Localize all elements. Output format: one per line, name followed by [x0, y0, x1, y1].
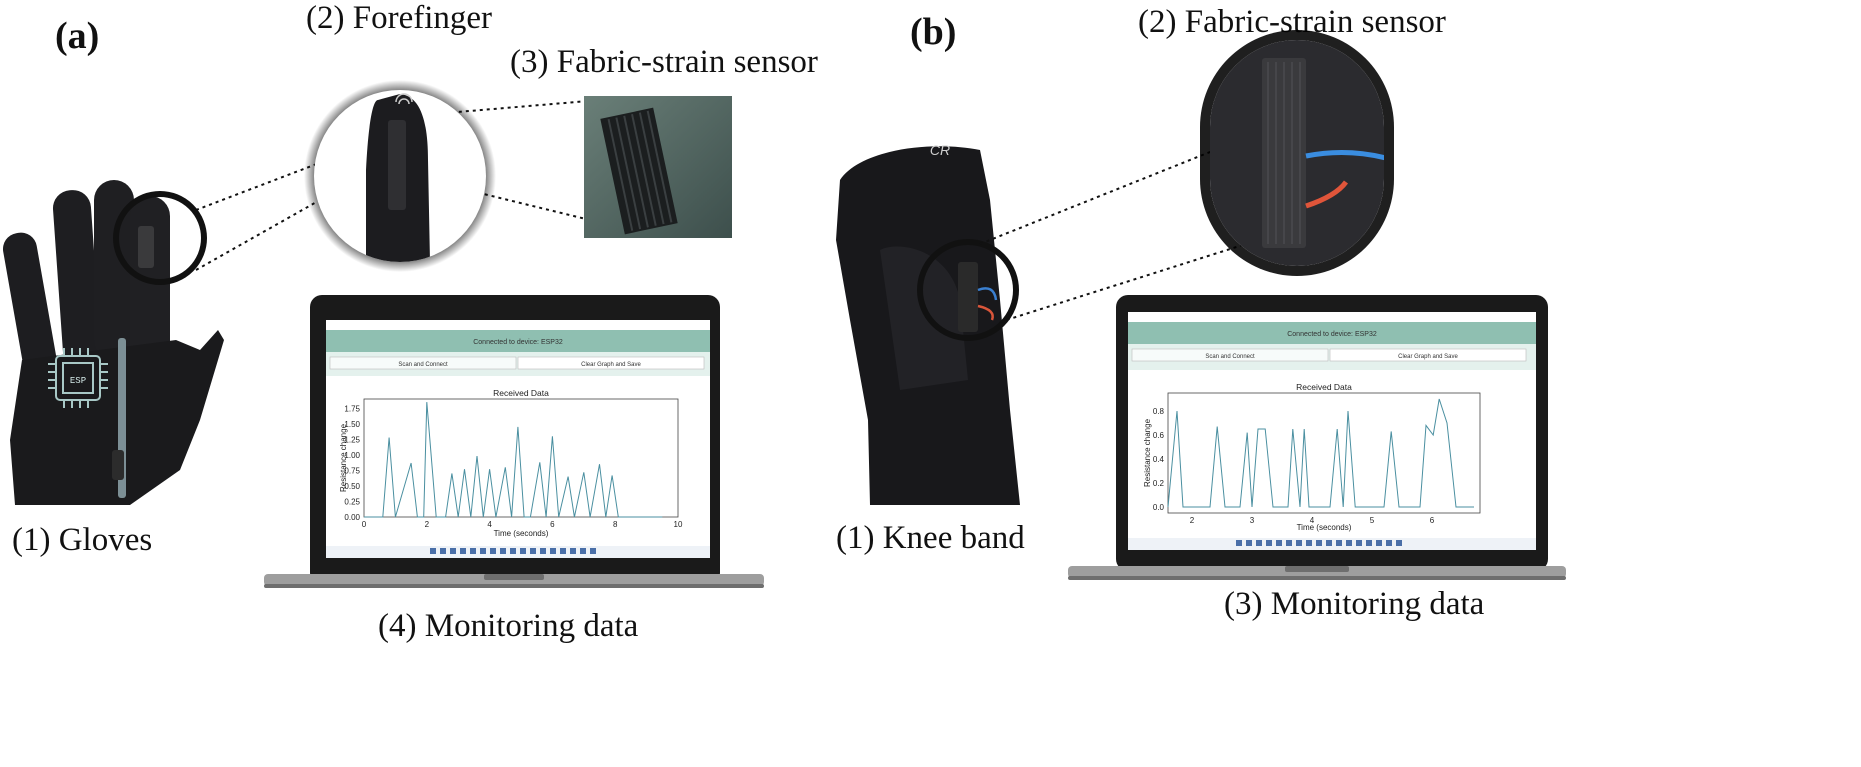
chart-a-ytick-label: 0.00 — [344, 513, 360, 522]
chart-a-ytick-label: 0.75 — [344, 466, 360, 475]
chart-b-xtick-label: 6 — [1430, 516, 1435, 525]
chart-b-xlabel: Time (seconds) — [1297, 523, 1352, 532]
chart-a-title: Received Data — [493, 388, 549, 398]
knee-sensor-highlight-ring — [917, 239, 1019, 341]
knee-band-brand-mark: CR — [930, 142, 950, 158]
screen-b-clear-button[interactable]: Clear Graph and Save — [1398, 354, 1458, 360]
chart-a-xtick-label: 6 — [550, 520, 555, 529]
knee-band-photo — [836, 146, 1020, 505]
caption-gloves: (1) Gloves — [12, 522, 153, 558]
chart-b-ytick-label: 0.8 — [1153, 407, 1165, 416]
chart-a-ytick-label: 1.25 — [344, 435, 360, 444]
chart-b-xtick-label: 2 — [1190, 516, 1195, 525]
chart-b-ytick-label: 0.0 — [1153, 503, 1165, 512]
chart-a-ytick-label: 0.25 — [344, 497, 360, 506]
laptop-b — [1068, 295, 1566, 580]
screen-b-scan-button[interactable]: Scan and Connect — [1205, 354, 1255, 360]
chart-a-xtick-label: 2 — [425, 520, 430, 529]
panel-b-tag: (b) — [910, 11, 957, 53]
chart-b-xtick-label: 4 — [1310, 516, 1315, 525]
chart-a-ytick-label: 1.50 — [344, 420, 360, 429]
chart-a-series-line — [364, 402, 663, 518]
chart-b-xtick-label: 5 — [1370, 516, 1375, 525]
chart-a-xtick-label: 0 — [362, 520, 367, 529]
caption-b-monitoring: (3) Monitoring data — [1224, 586, 1485, 622]
screen-a-scan-button[interactable]: Scan and Connect — [398, 362, 448, 368]
esp-chip-icon — [48, 348, 108, 408]
chart-a-ylabel: Resistance change — [339, 423, 348, 492]
chart-a-xtick-label: 10 — [674, 520, 683, 529]
forefinger-highlight-ring — [113, 191, 207, 285]
chart-b-ytick-label: 0.6 — [1153, 431, 1165, 440]
chart-b-ylabel: Resistance change — [1143, 418, 1152, 487]
chart-a-ytick-label: 1.00 — [344, 451, 360, 460]
caption-a-monitoring: (4) Monitoring data — [378, 608, 639, 644]
screen-a-clear-button[interactable]: Clear Graph and Save — [581, 362, 641, 368]
chart-a-xtick-label: 4 — [487, 520, 492, 529]
chart-a-xlabel: Time (seconds) — [494, 529, 549, 538]
chart-b-series-line — [1167, 398, 1474, 508]
screen-b-status: Connected to device: ESP32 — [1287, 331, 1377, 338]
fabric-sensor-closeup-a — [584, 96, 732, 238]
caption-knee-band: (1) Knee band — [836, 520, 1025, 556]
chart-a-ytick-label: 1.75 — [344, 404, 360, 413]
chart-a-ytick-label: 0.50 — [344, 482, 360, 491]
esp-chip-label: ESP — [70, 376, 86, 386]
panel-a-tag: (a) — [55, 15, 100, 57]
chart-a-xtick-label: 8 — [613, 520, 618, 529]
screen-a-status: Connected to device: ESP32 — [473, 339, 563, 346]
glove-photo — [2, 180, 224, 505]
chart-b-xtick-label: 3 — [1250, 516, 1255, 525]
chart-b-ytick-label: 0.4 — [1153, 455, 1165, 464]
caption-forefinger: (2) Forefinger — [306, 0, 493, 36]
caption-a-sensor: (3) Fabric-strain sensor — [510, 44, 818, 80]
chart-b-title: Received Data — [1296, 382, 1352, 392]
chart-b-ytick-label: 0.2 — [1153, 479, 1165, 488]
